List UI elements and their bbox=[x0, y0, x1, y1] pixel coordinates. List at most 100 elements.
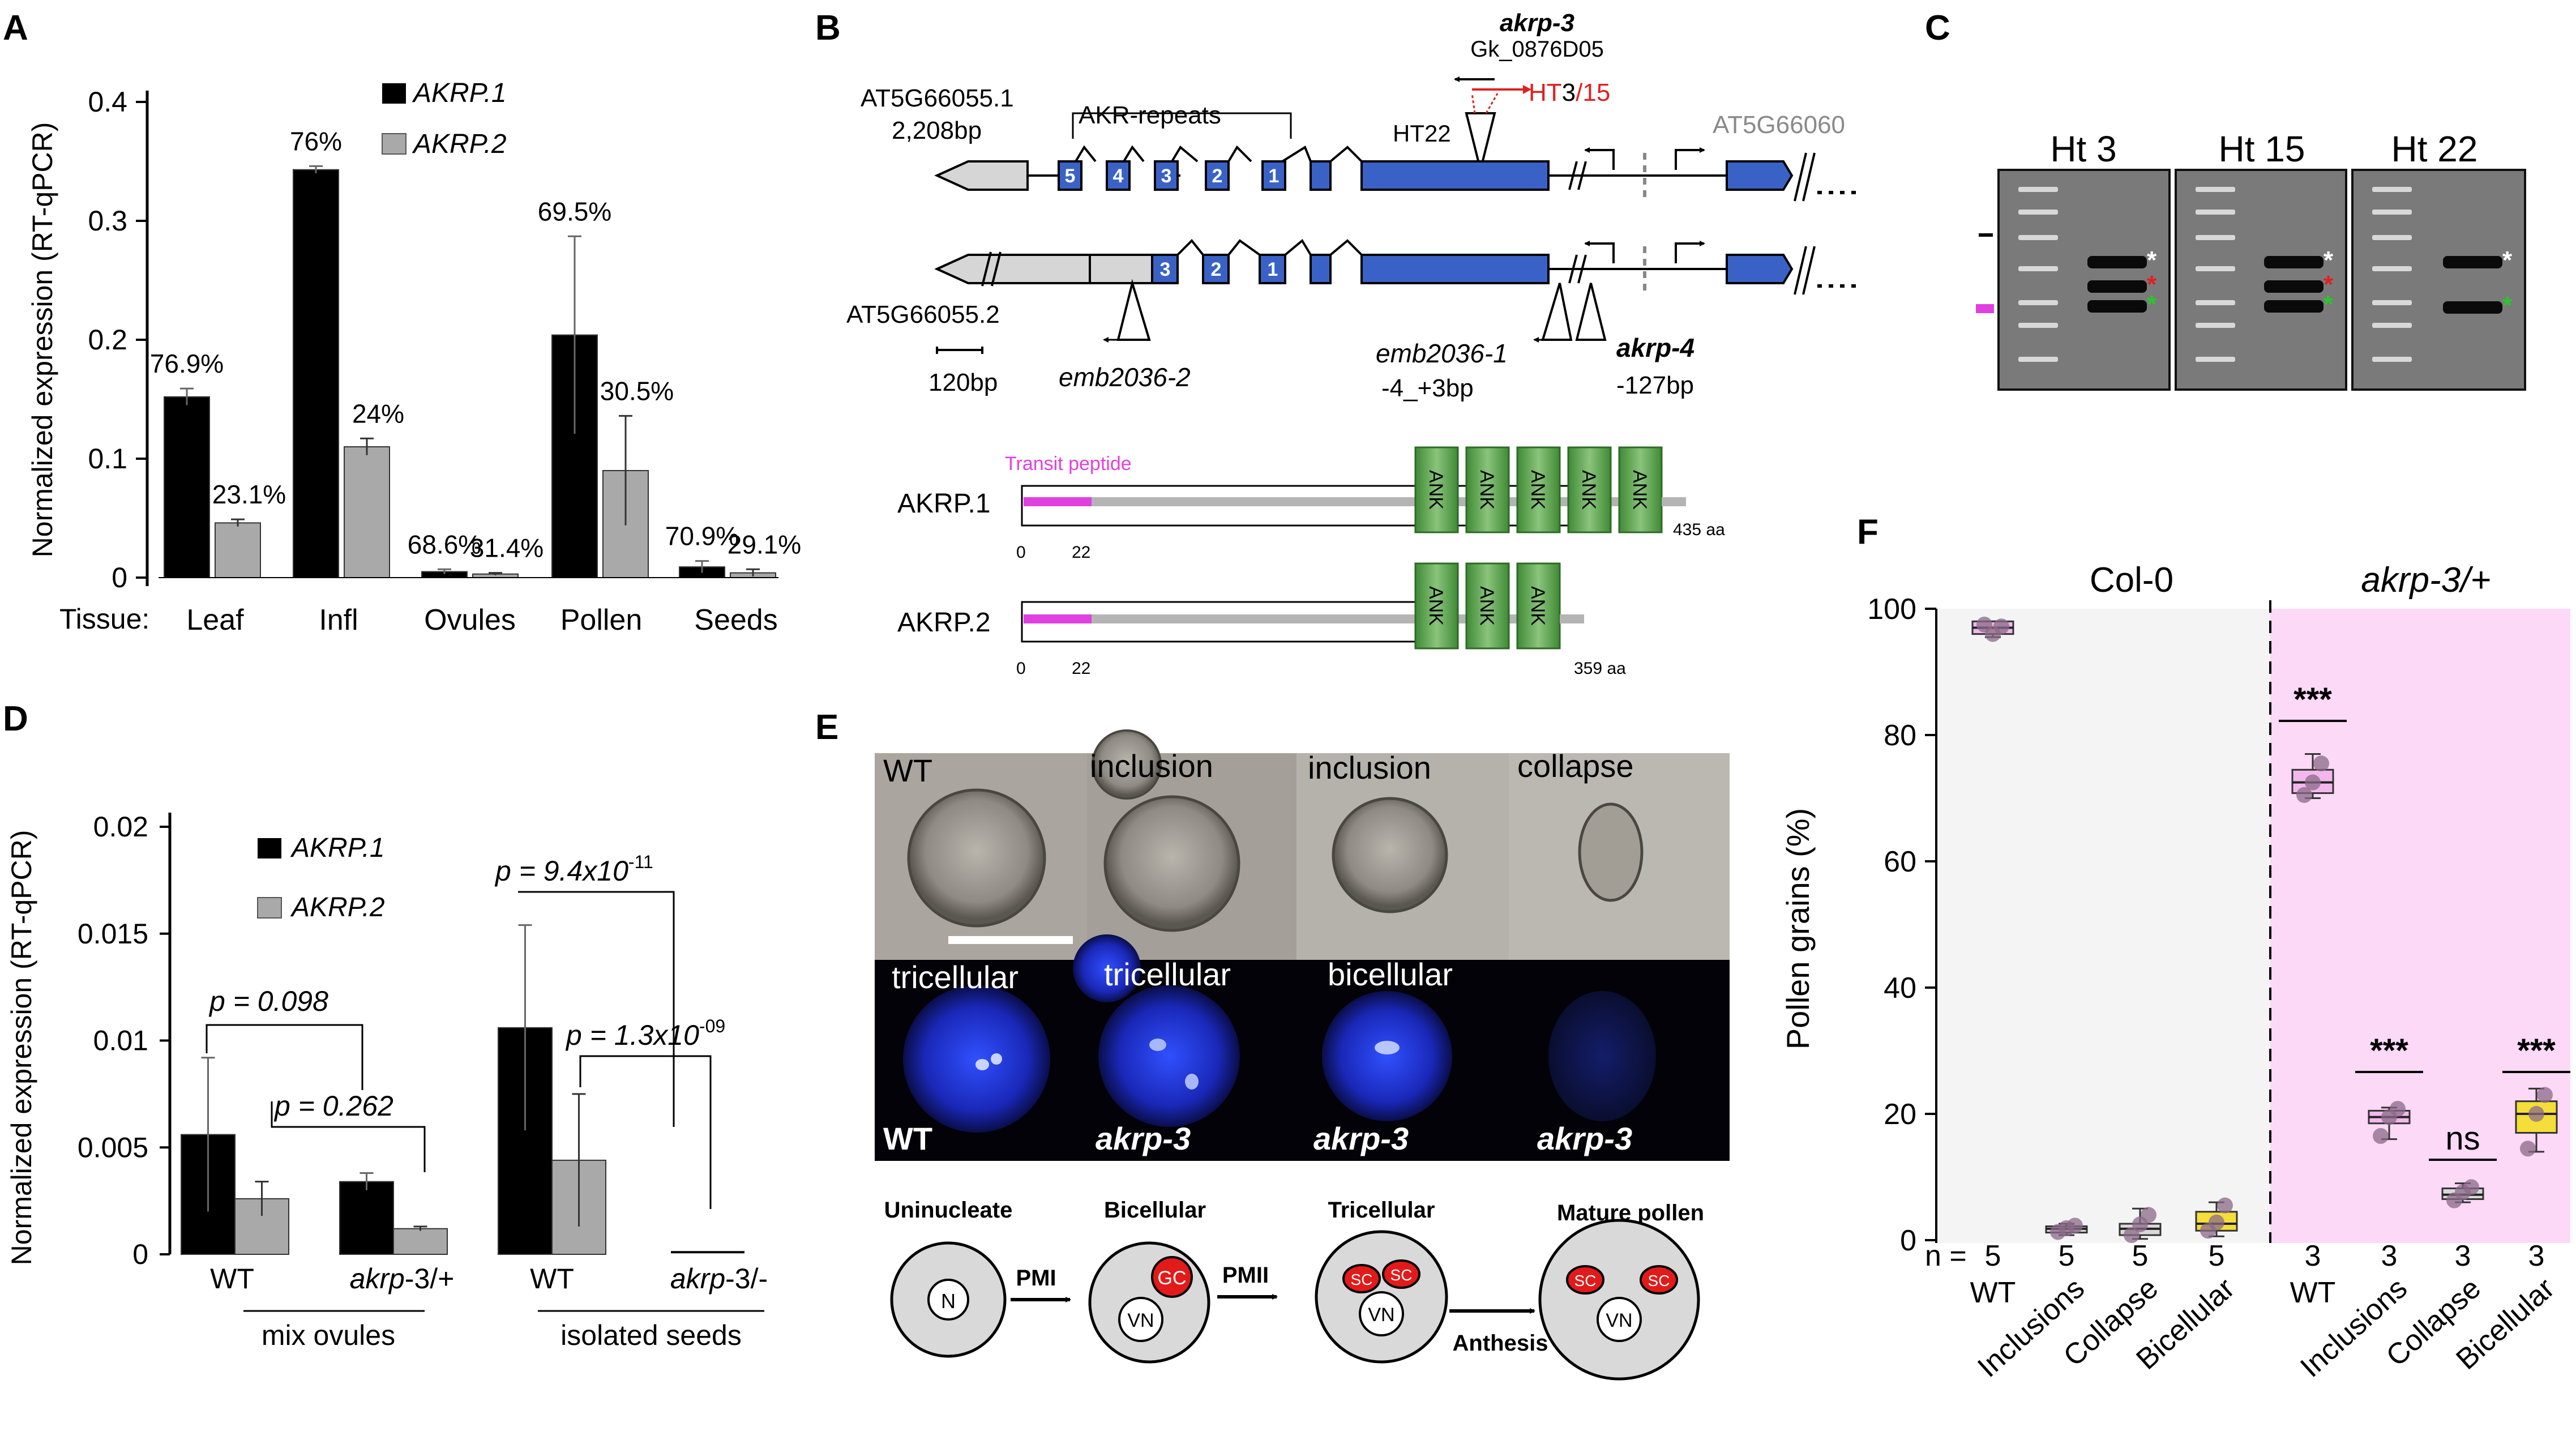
schematic-tricellular-sc1 bbox=[1342, 1264, 1381, 1293]
primer-arrow-red-head bbox=[1523, 85, 1531, 94]
isoform1-exon-4 bbox=[1106, 160, 1131, 191]
protein1-ank-4-label: ANK bbox=[1578, 470, 1599, 510]
panel-a-category-infl: Infl bbox=[319, 604, 358, 637]
isoform1-utr-3prime bbox=[934, 160, 1029, 191]
protein1-start: 0 bbox=[1016, 543, 1026, 562]
isoform2-exon-3 bbox=[1151, 254, 1179, 284]
protein1-ank-2 bbox=[1465, 446, 1510, 533]
panel-f-significance-2: ns bbox=[2445, 1120, 2480, 1157]
gel-ht3-ladder-4 bbox=[2018, 300, 2058, 305]
panel-d: D Normalized expression (RT-qPCR) 00.005… bbox=[3, 699, 768, 1351]
isoform2-exon-3-label: 3 bbox=[1160, 259, 1171, 280]
protein2-start: 0 bbox=[1016, 659, 1026, 678]
gel-ht22-asterisk-0: * bbox=[2502, 246, 2513, 274]
protein1-tail bbox=[1662, 497, 1684, 506]
pollen-collapse bbox=[1578, 802, 1644, 902]
ht315-num1: 3 bbox=[1562, 79, 1576, 106]
p-value-2: p = 0.262 bbox=[273, 1090, 393, 1122]
neighbor-gene-label: AT5G66060 bbox=[1713, 111, 1845, 139]
panel-a-category-pollen: Pollen bbox=[560, 604, 643, 637]
akrp3-dotted-red-2 bbox=[1471, 93, 1476, 114]
gel-ht3 bbox=[1997, 169, 2171, 391]
panel-f-category-0: WT bbox=[1970, 1276, 2016, 1309]
panel-f-category-4: WT bbox=[2290, 1276, 2336, 1309]
panel-f-box-5-point-2 bbox=[2390, 1101, 2406, 1117]
emb2036-1-position: -4_+3bp bbox=[1381, 374, 1474, 402]
gel-ht15-ladder-1 bbox=[2196, 210, 2235, 215]
dapi-genotype-akrp3-1: akrp-3 bbox=[1096, 1121, 1191, 1156]
panel-letter-f: F bbox=[1857, 512, 1878, 552]
panel-a-percent-0-0: 76.9% bbox=[150, 349, 224, 378]
protein1-ank-domains: ANK ANK ANK ANK ANK bbox=[1414, 446, 1663, 533]
panel-d-group-hom-suffix: -3/- bbox=[725, 1263, 768, 1295]
panel-f-y-axis-label: Pollen grains (%) bbox=[1780, 808, 1816, 1049]
ht315-num2: 15 bbox=[1582, 79, 1610, 106]
panel-a-y-ticks: 00.10.20.30.4 bbox=[88, 86, 147, 593]
panel-d-group-het-prefix: akrp bbox=[350, 1263, 405, 1295]
dapi-akrp3-1-neighbor bbox=[1073, 934, 1141, 1002]
schematic-mature-vn-label: VN bbox=[1606, 1310, 1632, 1331]
isoform1-intron-hats bbox=[1075, 145, 1363, 163]
dapi-label-bicellular: bicellular bbox=[1328, 956, 1453, 992]
isoform1-name: AT5G66055.1 bbox=[861, 84, 1014, 112]
dapi-genotype-wt: WT bbox=[883, 1121, 932, 1156]
panel-f-tick-label-3: 60 bbox=[1884, 845, 1916, 878]
protein1-label: AKRP.1 bbox=[897, 489, 991, 519]
protein1-tp-end: 22 bbox=[1072, 543, 1090, 562]
akrp4-position: -127bp bbox=[1616, 371, 1694, 399]
panel-a-category-leaf: Leaf bbox=[186, 604, 244, 637]
gel-ht15-asterisk-1: * bbox=[2323, 271, 2334, 298]
gel-ht3-ladder-5 bbox=[2018, 323, 2058, 328]
gel-ht3-asterisk-1: * bbox=[2147, 271, 2157, 298]
isoform1-exon-5 bbox=[1058, 160, 1082, 191]
gel-ht15-ladder-3 bbox=[2196, 266, 2235, 271]
p-value-2-bracket bbox=[271, 1101, 426, 1172]
p-value-1-bracket bbox=[206, 1024, 363, 1090]
protein1-ank-2-label: ANK bbox=[1476, 470, 1497, 510]
gel-ht3-band-0 bbox=[2087, 256, 2147, 268]
panel-a-percent-0-4: 70.9% bbox=[665, 522, 739, 551]
pollen-inclusion-1-neighbor bbox=[1092, 729, 1162, 800]
gel-ht3-ladder-3 bbox=[2018, 266, 2058, 271]
panel-a-tick-label-4: 0.4 bbox=[88, 86, 127, 118]
protein1-ank-1 bbox=[1414, 446, 1459, 533]
panel-a-legend-akrp2: AKRP.2 bbox=[412, 129, 507, 159]
gel-ht22-asterisk-1: * bbox=[2502, 292, 2513, 319]
panel-letter-b: B bbox=[815, 8, 841, 48]
isoform2-promoter-arrow-right bbox=[1675, 241, 1705, 263]
panel-f-n-5: 3 bbox=[2381, 1240, 2398, 1272]
protein2-backbone bbox=[1092, 614, 1584, 623]
stage-uninucleate: Uninucleate bbox=[884, 1198, 1013, 1223]
panel-d-group-hom-prefix: akrp bbox=[670, 1263, 725, 1295]
panel-f-box-7-point-1 bbox=[2528, 1106, 2544, 1122]
dapi-wt-sc2 bbox=[991, 1053, 1002, 1065]
panel-f-tick-label-5: 100 bbox=[1867, 593, 1916, 626]
panel-f-n-prefix: n = bbox=[1925, 1240, 1967, 1272]
gel-ht15-band-1 bbox=[2264, 280, 2323, 293]
isoform2-neighbor-exon bbox=[1726, 254, 1794, 284]
panel-d-group-hom: akrp-3/- bbox=[670, 1263, 768, 1295]
panel-f-n-3: 5 bbox=[2209, 1240, 2225, 1272]
emb2036-1-triangle bbox=[1541, 283, 1573, 341]
panel-a-legend-akrp1: AKRP.1 bbox=[412, 78, 507, 108]
panel-e: E WT inclusion inclusion collapse tricel… bbox=[815, 708, 1730, 1381]
panel-d-tick-label-4: 0.02 bbox=[93, 811, 148, 843]
schematic-mature-sc1-label: SC bbox=[1574, 1272, 1597, 1289]
panel-f-tick-label-2: 40 bbox=[1884, 972, 1916, 1005]
gel-ht15-ladder-6 bbox=[2196, 357, 2235, 362]
isoform2-exon-1 bbox=[1259, 254, 1286, 284]
dapi-akrp3-2 bbox=[1322, 991, 1452, 1121]
panel-f-box-6-point-2 bbox=[2463, 1179, 2479, 1195]
panel-d-legend-akrp2: AKRP.2 bbox=[290, 892, 385, 922]
panel-f-box-7-point-0 bbox=[2520, 1140, 2536, 1157]
dapi-akrp3-1 bbox=[1098, 985, 1240, 1127]
panel-a-legend-swatch-akrp2 bbox=[382, 133, 406, 155]
panel-f-n-4: 3 bbox=[2305, 1240, 2321, 1272]
isoform2-utr bbox=[934, 254, 1091, 284]
panel-a-percent-0-2: 68.6% bbox=[408, 529, 481, 559]
panel-a-bar-akrp1-infl bbox=[293, 169, 339, 578]
panel-d-bar-akrp1-1 bbox=[339, 1181, 394, 1255]
gel-ht15-band-0 bbox=[2264, 256, 2323, 268]
protein2-ank-2-label: ANK bbox=[1476, 586, 1497, 626]
p-value-3-prefix: p = 9.4x10 bbox=[494, 855, 628, 887]
